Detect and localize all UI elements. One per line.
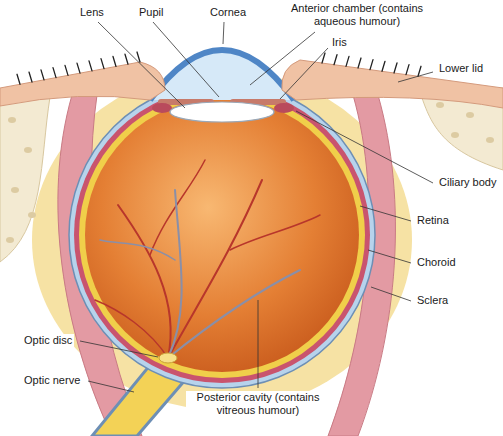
choroid — [74, 87, 370, 383]
bone-pore — [436, 102, 444, 108]
eyelash — [370, 60, 373, 70]
bone — [0, 92, 50, 262]
leader-line — [258, 300, 259, 388]
eyelash — [418, 66, 421, 76]
eyelash — [29, 72, 32, 82]
part-label: Iris — [330, 36, 349, 49]
part-label: Retina — [415, 214, 451, 227]
leader-line — [280, 48, 328, 99]
leader-line — [98, 22, 185, 108]
eyelash — [382, 61, 385, 71]
eyelash — [65, 65, 68, 75]
eyelash — [334, 55, 337, 65]
eyelash — [101, 59, 104, 69]
bone-pore — [451, 132, 459, 138]
eyelash — [77, 63, 80, 73]
leader-lines — [80, 22, 433, 392]
bone-pore — [24, 147, 32, 153]
vitreous — [85, 98, 359, 372]
lens — [170, 102, 274, 122]
leader-line — [88, 381, 134, 392]
eyelash — [346, 56, 349, 66]
leader-line — [153, 22, 219, 97]
part-label: Anterior chamber (contains aqueous humou… — [280, 2, 434, 28]
sclera — [69, 82, 375, 388]
part-label: Posterior cavity (contains vitreous humo… — [186, 391, 330, 417]
leader-line — [371, 287, 411, 301]
ciliary-body — [274, 103, 294, 113]
leader-line — [360, 206, 411, 221]
part-label: Sclera — [415, 294, 450, 307]
part-label: Cornea — [208, 6, 248, 19]
part-label: Optic disc — [22, 334, 74, 347]
part-label: Choroid — [415, 256, 458, 269]
leader-line — [223, 22, 224, 44]
leader-line — [80, 341, 158, 357]
eyelash — [89, 61, 92, 71]
eyelid — [282, 60, 503, 108]
cornea — [150, 50, 294, 100]
part-label: Ciliary body — [437, 176, 498, 189]
eyelid — [0, 62, 165, 106]
bone-pore — [8, 117, 16, 123]
eyelash — [406, 65, 409, 75]
leader-line — [368, 250, 411, 263]
eyelash — [125, 54, 128, 64]
part-label: Lens — [78, 6, 106, 19]
leader-line — [296, 111, 433, 183]
part-label: Lower lid — [437, 62, 485, 75]
retina — [79, 92, 365, 378]
bone-pore — [466, 112, 474, 118]
optic-disc — [159, 353, 177, 363]
bone-pore — [11, 187, 19, 193]
eyelash — [113, 56, 116, 66]
eyelashes — [17, 52, 421, 84]
anterior-chamber — [150, 50, 294, 100]
part-label: Optic nerve — [22, 374, 82, 387]
leader-line — [398, 72, 433, 82]
ciliary-body — [152, 103, 172, 113]
eyelash — [322, 53, 325, 63]
bone-pore — [6, 237, 14, 243]
blood-vessels — [95, 160, 320, 358]
eyelash — [53, 68, 56, 78]
eyelash — [358, 58, 361, 68]
leader-line — [250, 32, 315, 85]
bone-pore — [28, 212, 36, 218]
part-label: Pupil — [137, 6, 165, 19]
eyelash — [17, 74, 20, 84]
bone-pore — [486, 137, 494, 143]
eyelash — [394, 63, 397, 73]
eyelash — [41, 70, 44, 80]
